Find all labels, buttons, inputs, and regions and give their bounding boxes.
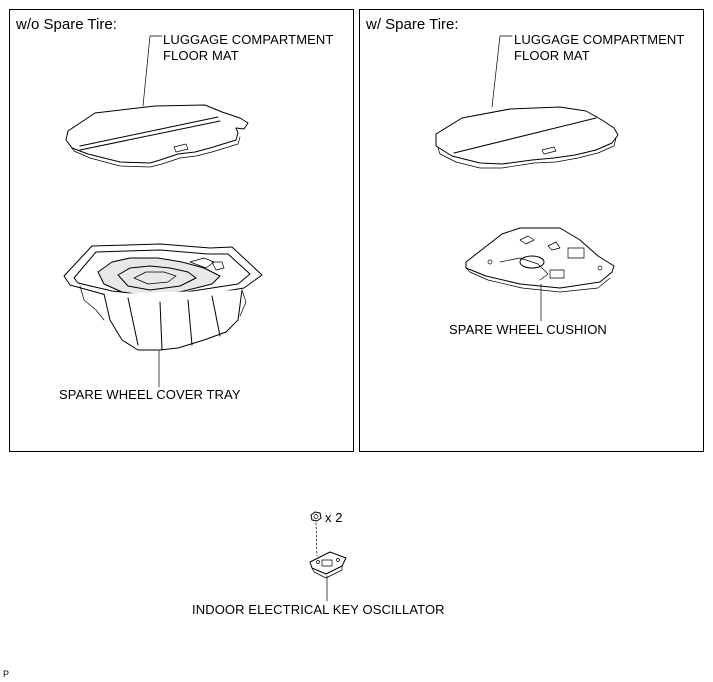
spare-wheel-cushion-drawing	[465, 227, 615, 322]
panel-title-without-spare: w/o Spare Tire:	[16, 16, 117, 33]
corner-mark: P	[3, 669, 10, 679]
floor-mat-right-drawing	[435, 35, 619, 169]
panel-without-spare-tire: w/o Spare Tire:	[9, 9, 354, 452]
label-indoor-electrical-key-oscillator: INDOOR ELECTRICAL KEY OSCILLATOR	[192, 602, 445, 617]
nut-fastener-icon	[310, 511, 322, 557]
label-fastener-quantity: x 2	[325, 510, 343, 525]
panel-with-spare-tire: w/ Spare Tire:	[359, 9, 704, 452]
spare-wheel-cover-tray-drawing	[63, 243, 263, 388]
floor-mat-left-drawing	[65, 35, 249, 168]
label-spare-wheel-cushion: SPARE WHEEL CUSHION	[449, 322, 607, 337]
label-floor-mat-left: LUGGAGE COMPARTMENT FLOOR MAT	[163, 32, 334, 63]
label-spare-wheel-cover-tray: SPARE WHEEL COVER TRAY	[59, 387, 241, 402]
label-floor-mat-right: LUGGAGE COMPARTMENT FLOOR MAT	[514, 32, 685, 63]
panel-title-with-spare: w/ Spare Tire:	[366, 16, 459, 33]
key-oscillator-drawing	[309, 551, 347, 602]
